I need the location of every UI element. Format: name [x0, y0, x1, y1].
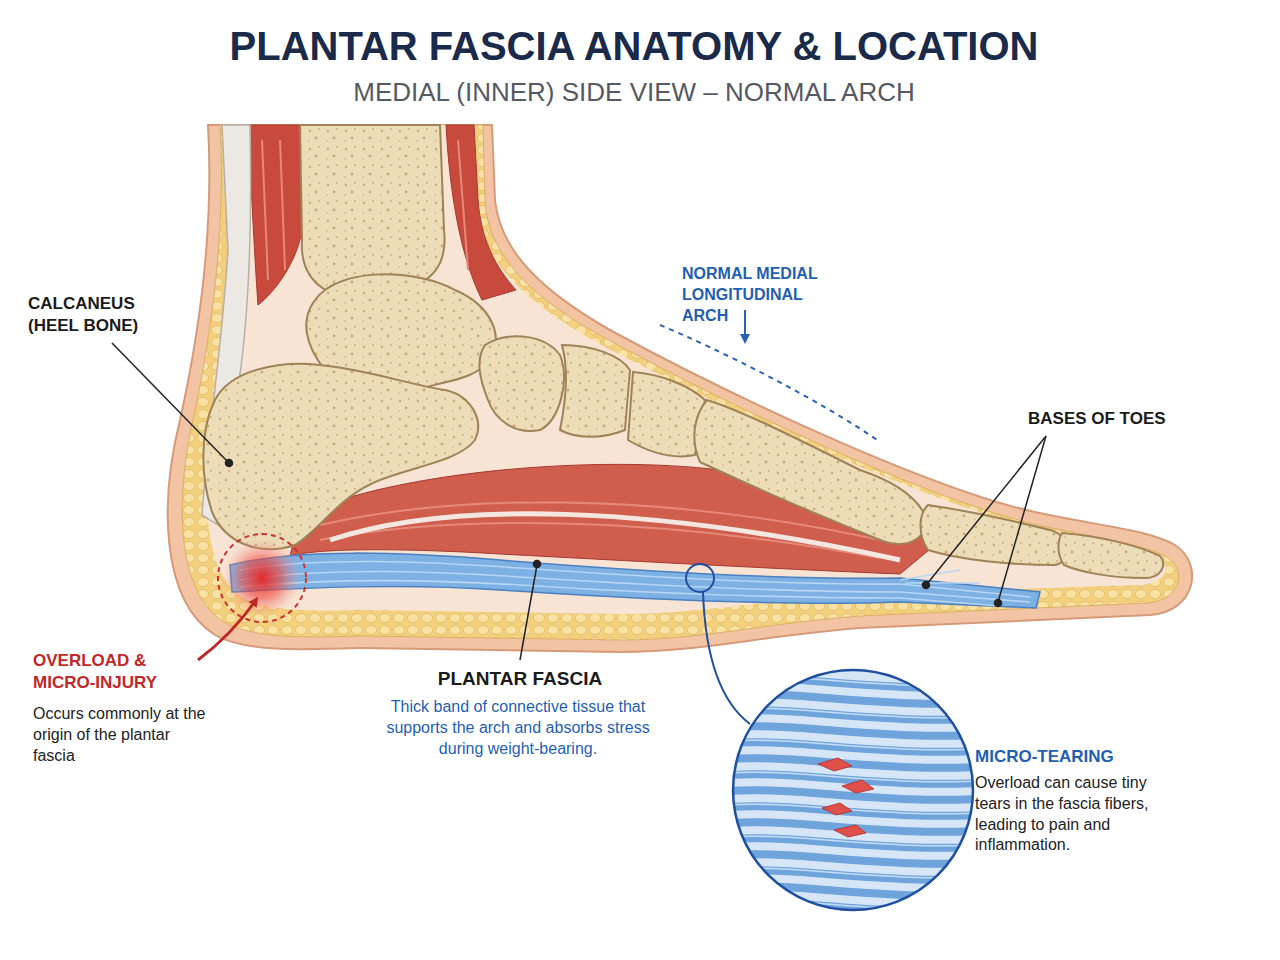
overload-glow — [222, 538, 302, 618]
subtitle: MEDIAL (INNER) SIDE VIEW – NORMAL ARCH — [0, 76, 1274, 110]
bones — [203, 125, 1163, 578]
part-label: PLANTAR FASCIA — [370, 667, 670, 692]
phalanx — [1058, 533, 1163, 578]
micro-tear — [822, 803, 852, 815]
calf-muscle — [248, 125, 302, 305]
metatarsal — [694, 400, 925, 544]
magnifier-ring — [733, 670, 973, 910]
leader-dot — [534, 561, 541, 568]
micro-tear — [818, 758, 852, 771]
zoom-line — [703, 592, 750, 724]
skin — [168, 125, 1192, 652]
tendon — [330, 514, 900, 560]
leader-line — [112, 343, 228, 462]
overload-zone — [218, 534, 306, 622]
zoom-spot — [686, 564, 714, 592]
micro-tear — [842, 780, 874, 793]
arch-arrow — [744, 310, 746, 340]
warning-heading: OVERLOAD & MICRO-INJURY — [33, 650, 193, 694]
front-muscle — [446, 125, 516, 300]
fascia-fibers — [240, 561, 1030, 606]
calcaneus — [203, 364, 478, 549]
navicular — [479, 336, 563, 431]
phalanx — [921, 505, 1068, 565]
tibia — [300, 125, 445, 296]
fat-layer — [182, 125, 1179, 640]
overload-arrow — [198, 600, 256, 660]
leader-line — [998, 436, 1046, 602]
magnified-fibers — [715, 660, 995, 930]
note-text: Occurs commonly at the origin of the pla… — [33, 704, 208, 766]
leader-lines — [112, 343, 1046, 781]
plantar-fascia — [230, 553, 1040, 608]
leader-dot — [226, 460, 233, 467]
micro-tear — [834, 825, 866, 837]
title: PLANTAR FASCIA ANATOMY & LOCATION — [0, 20, 1274, 72]
description-text: Thick band of connective tissue that sup… — [368, 697, 668, 759]
leader-dot — [923, 582, 930, 589]
cuneiform — [560, 345, 630, 437]
part-label: BASES OF TOES — [1028, 408, 1208, 430]
leader-dot — [995, 600, 1002, 607]
cuneiform — [628, 372, 705, 456]
arch-line — [660, 325, 880, 442]
leader-line — [927, 436, 1046, 584]
part-label: CALCANEUS (HEEL BONE) — [28, 293, 168, 337]
leader-line — [520, 565, 537, 660]
inset-heading: MICRO-TEARING — [975, 746, 1175, 768]
arch-label: NORMAL MEDIAL LONGITUDINAL ARCH — [682, 264, 842, 326]
note-text: Overload can cause tiny tears in the fas… — [975, 773, 1180, 856]
